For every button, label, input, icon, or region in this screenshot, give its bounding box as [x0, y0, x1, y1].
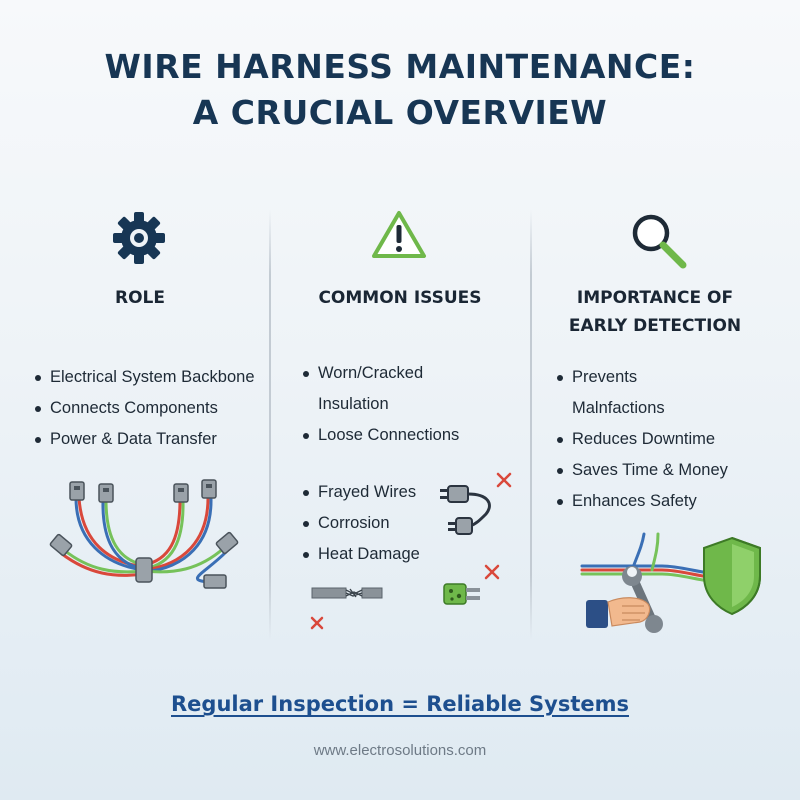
wrench-and-shield-illustration	[580, 532, 761, 633]
frayed-wire-illustration	[310, 587, 383, 630]
corroded-connector-illustration	[443, 564, 500, 605]
title-line-1: WIRE HARNESS MAINTENANCE:	[104, 47, 696, 86]
issues-bullet-list-bottom: Frayed Wires Corrosion Heat Damage	[302, 477, 420, 570]
gear-icon	[113, 212, 165, 264]
loose-connector-illustration	[440, 472, 512, 535]
heading-line: EARLY DETECTION	[568, 316, 742, 336]
warning-triangle-icon	[372, 211, 426, 258]
footer-tagline[interactable]: Regular Inspection = Reliable Systems	[171, 692, 629, 716]
column-divider-right	[530, 210, 532, 640]
title-line-2: A CRUCIAL OVERVIEW	[192, 93, 608, 132]
list-item: Power & Data Transfer	[34, 424, 255, 455]
red-x-mark-icon	[496, 472, 512, 488]
list-item: Worn/Cracked	[302, 358, 459, 389]
hand-icon	[586, 597, 651, 628]
list-item: Loose Connections	[302, 420, 459, 451]
heading-line: IMPORTANCE OF	[576, 288, 734, 308]
shield-icon	[703, 536, 761, 616]
list-item: Electrical System Backbone	[34, 362, 255, 393]
heading-line: COMMON ISSUES	[318, 288, 482, 308]
list-item-continuation: Malnfactions	[572, 399, 665, 417]
column-divider-left	[269, 210, 271, 640]
list-item: Corrosion	[302, 508, 420, 539]
column-heading-role: ROLE	[60, 284, 220, 312]
issues-bullet-list-top: Worn/Cracked Insulation Loose Connection…	[302, 358, 459, 451]
list-item: Enhances Safety	[556, 486, 728, 517]
list-item-continuation: Insulation	[318, 395, 389, 413]
list-item: Frayed Wires	[302, 477, 420, 508]
list-item: Heat Damage	[302, 539, 420, 570]
footer-url: www.electrosolutions.com	[313, 742, 487, 759]
heading-line: ROLE	[115, 288, 165, 308]
column-heading-early-detection: IMPORTANCE OF EARLY DETECTION	[540, 284, 770, 340]
detection-bullet-list: Prevents Malnfactions Reduces Downtime S…	[556, 362, 728, 517]
magnifier-icon	[632, 214, 687, 269]
list-item: Saves Time & Money	[556, 455, 728, 486]
role-bullet-list: Electrical System Backbone Connects Comp…	[34, 362, 255, 455]
list-item: Connects Components	[34, 393, 255, 424]
wire-harness-illustration	[49, 479, 239, 589]
column-heading-common-issues: COMMON ISSUES	[290, 284, 510, 312]
page-title: WIRE HARNESS MAINTENANCE: A CRUCIAL OVER…	[0, 44, 800, 136]
list-item: Prevents	[556, 362, 728, 393]
list-item: Reduces Downtime	[556, 424, 728, 455]
